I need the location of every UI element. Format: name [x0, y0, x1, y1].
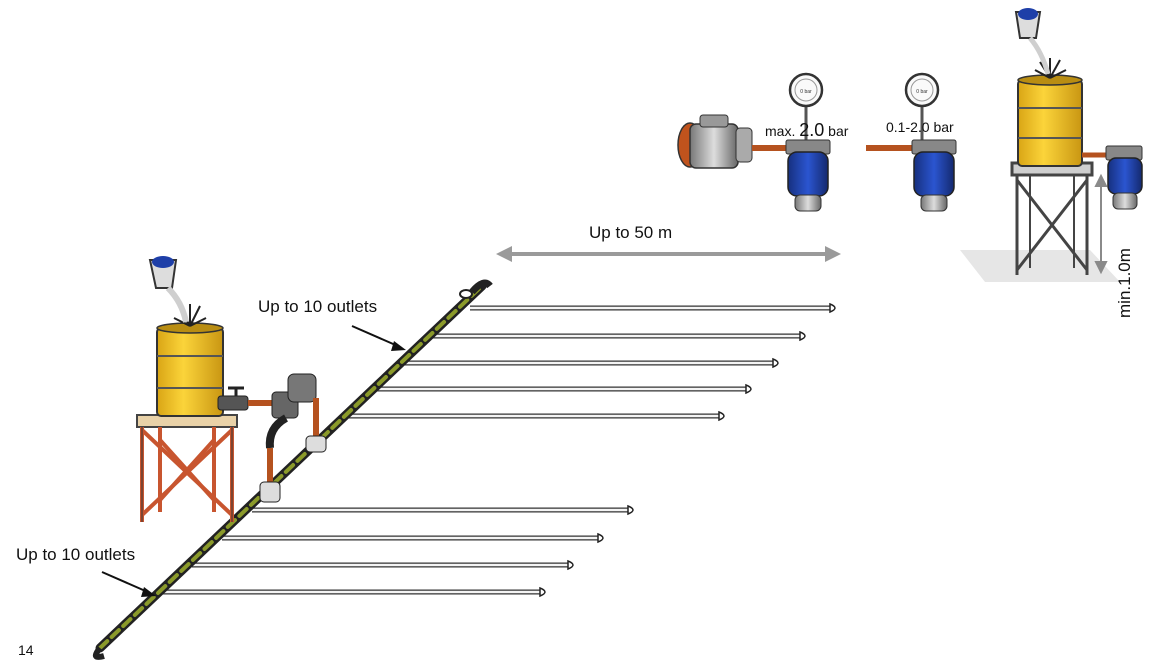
valve-assembly — [217, 373, 327, 503]
gauge-face-text: 0 bar — [800, 89, 812, 95]
min-height-label: min.1.0m — [1115, 248, 1134, 318]
lateral-line — [192, 559, 574, 571]
end-cap-icon — [627, 504, 634, 516]
pouring-bucket-icon — [1014, 8, 1051, 75]
lateral-line — [374, 383, 752, 395]
outlets-lower-arrow — [101, 571, 156, 597]
end-cap-icon — [567, 559, 574, 571]
page-number: 14 — [18, 642, 34, 658]
lateral-line — [430, 330, 806, 342]
gauge-face-text: 0 bar — [916, 89, 928, 95]
left-tank-setup — [136, 256, 327, 522]
end-cap-icon — [829, 302, 836, 314]
pump-icon — [677, 114, 753, 169]
outlets-upper-label: Up to 10 outlets — [258, 297, 377, 316]
pressure-gauge-icon: 0 bar — [904, 72, 940, 142]
lateral-line — [470, 302, 836, 314]
pipe-end-cap — [459, 289, 473, 299]
outlets-upper-arrow — [351, 325, 406, 351]
end-cap-icon — [745, 383, 752, 395]
end-cap-icon — [718, 410, 725, 422]
lateral-line — [222, 532, 604, 544]
end-cap-icon — [799, 330, 806, 342]
barrel — [1017, 74, 1083, 167]
pump-setup: 0 bar max. 2.0 bar 0 bar 0.1-2.0 bar — [677, 72, 957, 212]
tank-shadow — [960, 250, 1120, 282]
pouring-bucket-icon — [148, 256, 189, 323]
dosatron-unit-1 — [785, 139, 831, 212]
pressure-gauge-icon: 0 bar — [788, 72, 824, 142]
tank-stand — [136, 414, 238, 522]
lateral-line — [252, 504, 634, 516]
lateral-line — [163, 586, 546, 598]
lateral-line — [346, 410, 725, 422]
dosatron-unit-3 — [1105, 145, 1143, 210]
barrel — [156, 322, 224, 417]
end-cap-icon — [772, 357, 779, 369]
height-arrow — [1094, 173, 1108, 275]
lateral-lines — [163, 302, 836, 598]
outlets-lower-label: Up to 10 outlets — [16, 545, 135, 564]
elevated-tank-setup: min.1.0m — [960, 8, 1143, 318]
pressure-range-label: 0.1-2.0 bar — [886, 119, 954, 135]
span-label: Up to 50 m — [589, 223, 672, 242]
end-cap-icon — [539, 586, 546, 598]
max-pressure-label: max. 2.0 bar — [765, 120, 849, 140]
dosatron-unit-2 — [911, 139, 957, 212]
span-arrow — [496, 246, 841, 262]
end-cap-icon — [597, 532, 604, 544]
main-pipe — [92, 279, 493, 660]
lateral-line — [402, 357, 779, 369]
